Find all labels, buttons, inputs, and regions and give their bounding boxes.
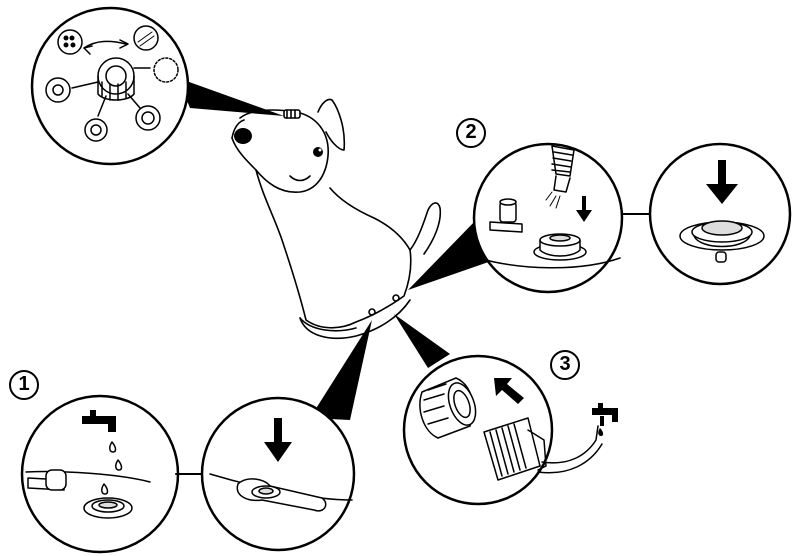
step-1-fill-callout	[22, 396, 178, 552]
step-2-hose-callout	[474, 144, 622, 292]
dog-sprinkler	[232, 100, 440, 339]
nozzle-pattern-callout	[32, 8, 188, 164]
step-1-plug-callout	[202, 398, 354, 550]
step-number-2: 2	[456, 118, 486, 148]
water-tap-icon	[592, 403, 618, 436]
step-number-1: 1	[9, 370, 39, 400]
step-3-hose-callout	[404, 356, 618, 504]
step-number-3: 3	[550, 350, 580, 380]
step-2-cap-callout	[650, 144, 790, 284]
callout-wedge-step-3	[394, 314, 450, 368]
